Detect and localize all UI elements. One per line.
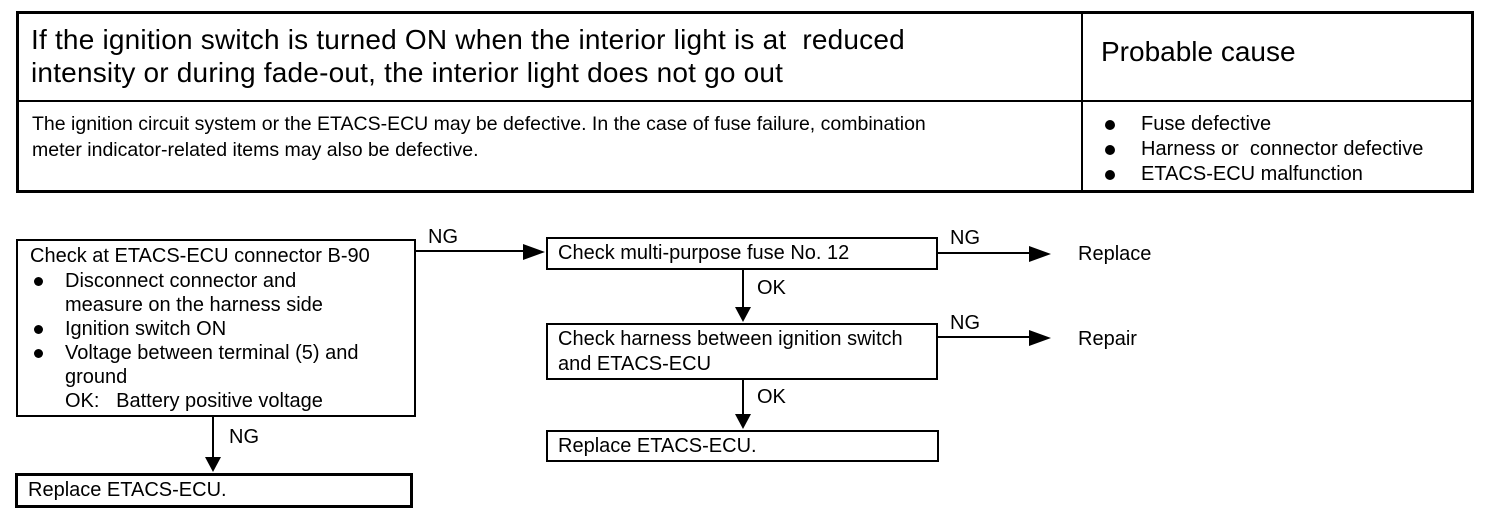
arrowhead-down-icon bbox=[735, 414, 751, 429]
arrow-label-ng: NG bbox=[950, 312, 980, 334]
flow-box-title: Check at ETACS-ECU connector B-90 bbox=[30, 245, 370, 267]
flow-box-check-connector: Check at ETACS-ECU connector B-90 Discon… bbox=[16, 239, 416, 417]
list-item: ETACS-ECU malfunction bbox=[1103, 162, 1471, 187]
bullet-icon bbox=[1105, 120, 1115, 130]
arrow-line bbox=[212, 417, 214, 459]
arrow-line bbox=[938, 336, 1030, 338]
flow-box-replace-ecu-left: Replace ETACS-ECU. bbox=[15, 473, 413, 508]
arrow-line bbox=[938, 252, 1030, 254]
arrow-label-ok: OK bbox=[757, 386, 786, 408]
probable-cause-cell: Fuse defective Harness or connector defe… bbox=[1081, 100, 1471, 190]
symptom-table: If the ignition switch is turned ON when… bbox=[16, 11, 1474, 193]
bullet-icon bbox=[34, 325, 43, 334]
arrowhead-right-icon bbox=[523, 244, 545, 260]
symptom-comment: The ignition circuit system or the ETACS… bbox=[19, 100, 1081, 190]
probable-cause-text: Fuse defective bbox=[1141, 113, 1272, 135]
terminal-replace: Replace bbox=[1078, 243, 1152, 265]
arrow-line bbox=[742, 380, 744, 416]
list-item: Ignition switch ON bbox=[18, 317, 410, 341]
bullet-icon bbox=[34, 349, 43, 358]
symptom-title: If the ignition switch is turned ON when… bbox=[31, 24, 905, 88]
bullet-icon bbox=[1105, 170, 1115, 180]
flow-box-label: Replace ETACS-ECU. bbox=[28, 479, 227, 501]
arrow-line bbox=[742, 270, 744, 308]
probable-cause-header: Probable cause bbox=[1081, 14, 1471, 100]
flow-box-replace-ecu-mid: Replace ETACS-ECU. bbox=[546, 430, 939, 462]
check-step-text: Ignition switch ON bbox=[65, 318, 227, 340]
arrow-label-ng: NG bbox=[229, 426, 259, 448]
check-step-text: Voltage between terminal (5) and ground … bbox=[65, 342, 359, 412]
probable-cause-text: Harness or connector defective bbox=[1141, 138, 1424, 160]
flow-box-check-fuse: Check multi-purpose fuse No. 12 bbox=[546, 237, 938, 270]
arrow-label-ng: NG bbox=[950, 227, 980, 249]
terminal-repair: Repair bbox=[1078, 328, 1137, 350]
arrow-label-ok: OK bbox=[757, 277, 786, 299]
arrowhead-down-icon bbox=[205, 457, 221, 472]
list-item: Voltage between terminal (5) and ground … bbox=[18, 341, 410, 413]
bullet-icon bbox=[1105, 145, 1115, 155]
flow-box-check-harness: Check harness between ignition switch an… bbox=[546, 323, 938, 380]
list-item: Fuse defective bbox=[1103, 112, 1471, 137]
flow-box-label: Replace ETACS-ECU. bbox=[558, 434, 757, 457]
check-step-text: Disconnect connector and measure on the … bbox=[65, 270, 323, 316]
arrowhead-right-icon bbox=[1029, 246, 1051, 262]
probable-cause-text: ETACS-ECU malfunction bbox=[1141, 163, 1363, 185]
arrow-line bbox=[416, 250, 524, 252]
flow-box-label: Check multi-purpose fuse No. 12 bbox=[558, 242, 850, 264]
bullet-icon bbox=[34, 277, 43, 286]
arrowhead-right-icon bbox=[1029, 330, 1051, 346]
probable-cause-list: Fuse defective Harness or connector defe… bbox=[1083, 102, 1471, 187]
list-item: Disconnect connector and measure on the … bbox=[18, 269, 410, 317]
list-item: Harness or connector defective bbox=[1103, 137, 1471, 162]
arrowhead-down-icon bbox=[735, 307, 751, 322]
arrow-label-ng: NG bbox=[428, 226, 458, 248]
